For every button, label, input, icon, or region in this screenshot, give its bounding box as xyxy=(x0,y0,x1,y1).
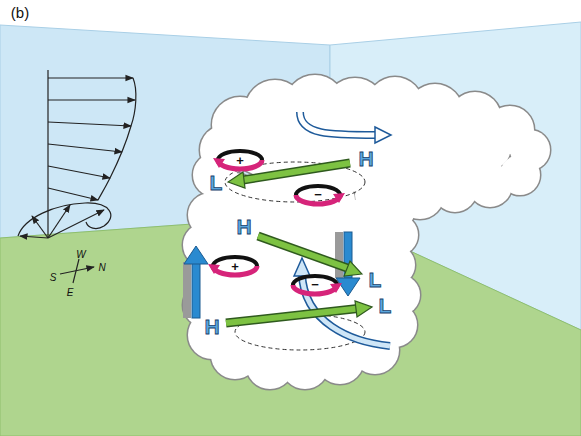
wind-vector xyxy=(48,210,104,238)
panel-letter-holder: (b) xyxy=(11,4,29,22)
cloud-outline xyxy=(183,75,550,389)
cloud-body xyxy=(183,75,550,389)
vortex-arrow xyxy=(243,163,350,180)
ring-arrowhead xyxy=(330,283,342,293)
vortex-arrow-edge xyxy=(226,309,358,324)
compass-letter-holder: W xyxy=(76,244,85,262)
vortex-arrowhead xyxy=(355,301,372,317)
compass-letter-holder: S xyxy=(50,267,57,285)
pressure-low: L xyxy=(379,295,392,316)
downdraft-shadow xyxy=(335,232,343,278)
wind-vector xyxy=(48,99,135,100)
outflow-arrowhead xyxy=(375,127,391,143)
wind-vector xyxy=(48,166,110,178)
outflow-arrow xyxy=(300,112,376,135)
wind-vector xyxy=(32,216,48,238)
pressure-low-holder: L xyxy=(379,295,392,317)
compass-letter: N xyxy=(98,263,105,273)
panel-letter: (b) xyxy=(11,5,29,20)
pressure-high-holder: H xyxy=(236,216,251,238)
wind-profile xyxy=(18,70,136,238)
rotation-ring xyxy=(208,257,257,275)
pressure-low: L xyxy=(369,269,382,290)
vorticity-sign: + xyxy=(231,260,239,273)
wind-envelope xyxy=(98,78,136,200)
pressure-low: L xyxy=(210,172,223,193)
wind-vector xyxy=(48,188,98,200)
rotation-ring xyxy=(296,186,345,204)
vorticity-sign-holder: − xyxy=(314,185,322,203)
vortex-arrow-edge xyxy=(243,163,350,180)
pressure-high-holder: H xyxy=(204,316,219,338)
pressure-low-holder: L xyxy=(210,172,223,194)
compass-letter-holder: E xyxy=(67,282,74,300)
rotation-ring xyxy=(293,276,342,294)
rotation-ring xyxy=(213,151,262,169)
compass-letter: E xyxy=(67,288,74,298)
updraft-shadow xyxy=(183,262,191,318)
ring-arrowhead xyxy=(208,264,220,274)
compass-letter-holder: N xyxy=(98,257,105,275)
compass-letter: S xyxy=(50,273,57,283)
wind-vector xyxy=(20,236,48,238)
vorticity-sign-holder: + xyxy=(236,151,244,169)
compass-letter: W xyxy=(76,250,85,260)
downdraft-arrowhead xyxy=(336,278,360,296)
vorticity-sign: − xyxy=(311,278,319,291)
compass-axis xyxy=(73,259,79,283)
pressure-high: H xyxy=(358,148,373,169)
vortex-arrow xyxy=(258,236,350,269)
pressure-low-holder: L xyxy=(369,269,382,291)
compass-rose xyxy=(60,259,94,283)
outflow-arrow xyxy=(300,112,376,135)
vortex-arrows xyxy=(226,163,372,323)
vortex-arrow xyxy=(226,309,358,324)
vortex-arrowhead xyxy=(228,172,245,188)
updraft-arrowhead xyxy=(184,246,208,264)
wind-vector xyxy=(48,77,133,78)
updraft-arrow xyxy=(192,262,200,318)
vorticity-sign: − xyxy=(314,188,322,201)
vorticity-sign-holder: − xyxy=(311,275,319,293)
pressure-high-holder: H xyxy=(358,148,373,170)
inflow-arrowhead xyxy=(294,258,310,276)
wind-vector xyxy=(48,122,131,126)
height-axis xyxy=(47,70,48,238)
wind-vector xyxy=(48,144,122,152)
ring-arrowhead xyxy=(333,193,345,203)
pressure-high: H xyxy=(236,216,251,237)
vortex-arrowhead xyxy=(344,261,362,276)
vorticity-sign: + xyxy=(236,154,244,167)
vorticity-sign-holder: + xyxy=(231,257,239,275)
vortex-arrow-edge xyxy=(258,236,350,269)
ring-arrowhead xyxy=(213,158,225,168)
hodograph-curve xyxy=(18,203,111,236)
pressure-high: H xyxy=(204,316,219,337)
